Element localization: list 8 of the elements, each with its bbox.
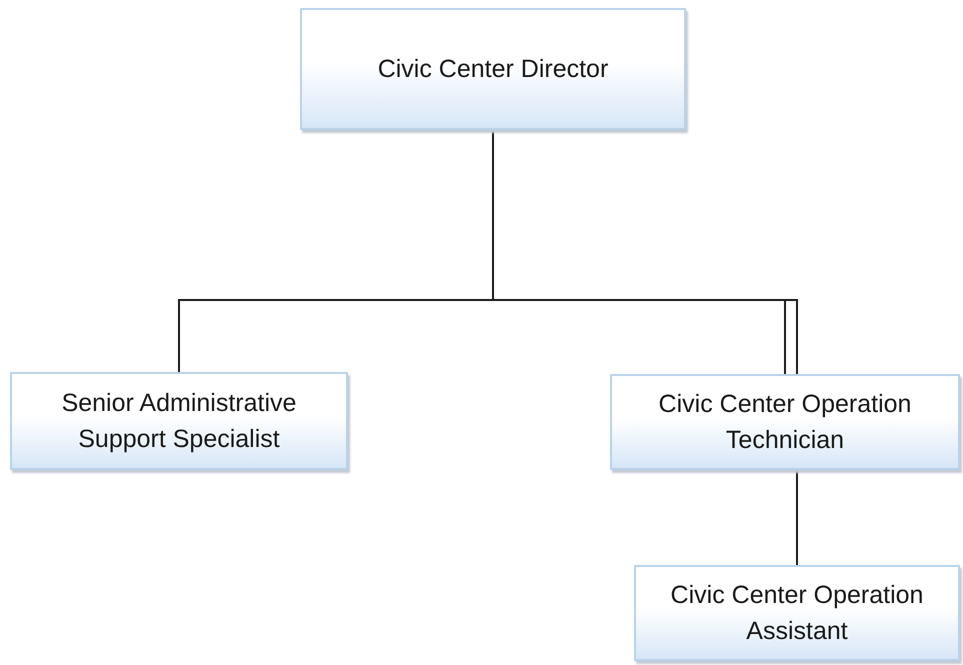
position-title: Civic Center Operation Technician	[658, 389, 912, 456]
position-box	[300, 8, 686, 130]
position-title: Civic Center Operation Assistant	[670, 580, 924, 647]
position-title: Senior Administrative Support Specialist	[60, 388, 298, 455]
position-box	[10, 372, 348, 470]
position-box	[634, 565, 960, 661]
position-title: Civic Center Director	[376, 54, 610, 85]
position-box	[610, 374, 960, 470]
